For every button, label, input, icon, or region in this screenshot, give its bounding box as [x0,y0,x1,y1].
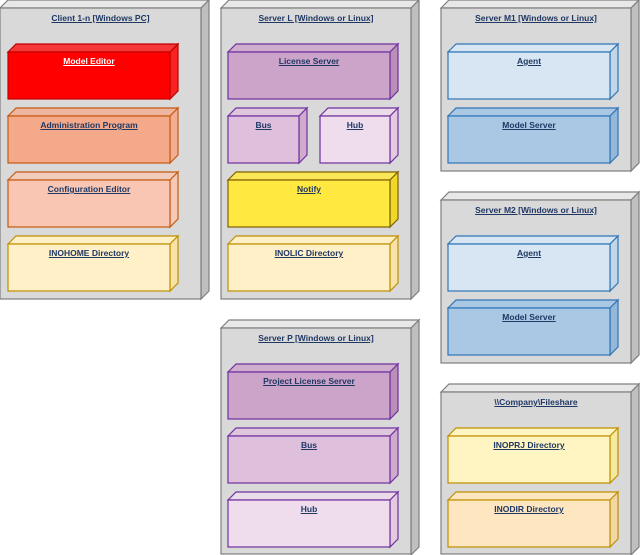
node-server-p-title: Server P [Windows or Linux] [258,333,374,343]
component-bus-p-label: Bus [300,440,318,450]
component-model-server-m1[interactable]: Model Server [446,106,620,165]
component-agent-m1-label: Agent [516,56,542,66]
component-inolic-directory[interactable]: INOLIC Directory [226,234,400,293]
component-bus-p-shape [226,426,400,485]
component-administration-program-shape [6,106,180,165]
node-server-m2-title: Server M2 [Windows or Linux] [475,205,597,215]
component-model-server-m1-label: Model Server [502,120,556,130]
component-inohome-directory-shape [6,234,180,293]
component-model-editor[interactable]: Model Editor [6,42,180,101]
component-administration-program[interactable]: Administration Program [6,106,180,165]
component-agent-m1-shape [446,42,620,101]
component-inodir-directory-shape [446,490,620,549]
component-inoprj-directory-label: INOPRJ Directory [493,440,565,450]
component-license-server-shape [226,42,400,101]
component-configuration-editor[interactable]: Configuration Editor [6,170,180,229]
component-model-editor-shape [6,42,180,101]
component-bus-l-label: Bus [255,120,272,130]
component-hub-l-label: Hub [346,120,364,130]
component-inohome-directory[interactable]: INOHOME Directory [6,234,180,293]
component-configuration-editor-label: Configuration Editor [47,184,131,194]
component-inolic-directory-label: INOLIC Directory [274,248,344,258]
component-project-license-server-shape [226,362,400,421]
component-agent-m2[interactable]: Agent [446,234,620,293]
component-inodir-directory-label: INODIR Directory [494,504,564,514]
component-hub-p-label: Hub [300,504,318,514]
component-hub-p-shape [226,490,400,549]
component-bus-l[interactable]: Bus [226,106,309,165]
node-client-title: Client 1-n [Windows PC] [51,13,150,23]
component-notify-label: Notify [296,184,322,194]
component-configuration-editor-shape [6,170,180,229]
component-inohome-directory-label: INOHOME Directory [48,248,130,258]
component-model-server-m1-shape [446,106,620,165]
component-project-license-server-label: Project License Server [263,376,355,386]
component-model-server-m2-shape [446,298,620,357]
component-hub-p[interactable]: Hub [226,490,400,549]
component-agent-m1[interactable]: Agent [446,42,620,101]
component-model-server-m2[interactable]: Model Server [446,298,620,357]
component-project-license-server[interactable]: Project License Server [226,362,400,421]
component-license-server-label: License Server [278,56,340,66]
node-server-m1-title: Server M1 [Windows or Linux] [475,13,597,23]
component-bus-l-shape [226,106,309,165]
component-bus-p[interactable]: Bus [226,426,400,485]
component-inodir-directory[interactable]: INODIR Directory [446,490,620,549]
component-agent-m2-label: Agent [516,248,542,258]
component-license-server[interactable]: License Server [226,42,400,101]
component-hub-l-shape [318,106,400,165]
component-inoprj-directory-shape [446,426,620,485]
node-fileshare-title: \\Company\Fileshare [494,397,578,407]
component-notify[interactable]: Notify [226,170,400,229]
component-model-editor-label: Model Editor [63,56,115,66]
component-hub-l[interactable]: Hub [318,106,400,165]
component-agent-m2-shape [446,234,620,293]
node-server-l-title: Server L [Windows or Linux] [258,13,374,23]
component-inoprj-directory[interactable]: INOPRJ Directory [446,426,620,485]
component-model-server-m2-label: Model Server [502,312,556,322]
component-inolic-directory-shape [226,234,400,293]
component-notify-shape [226,170,400,229]
component-administration-program-label: Administration Program [40,120,138,130]
